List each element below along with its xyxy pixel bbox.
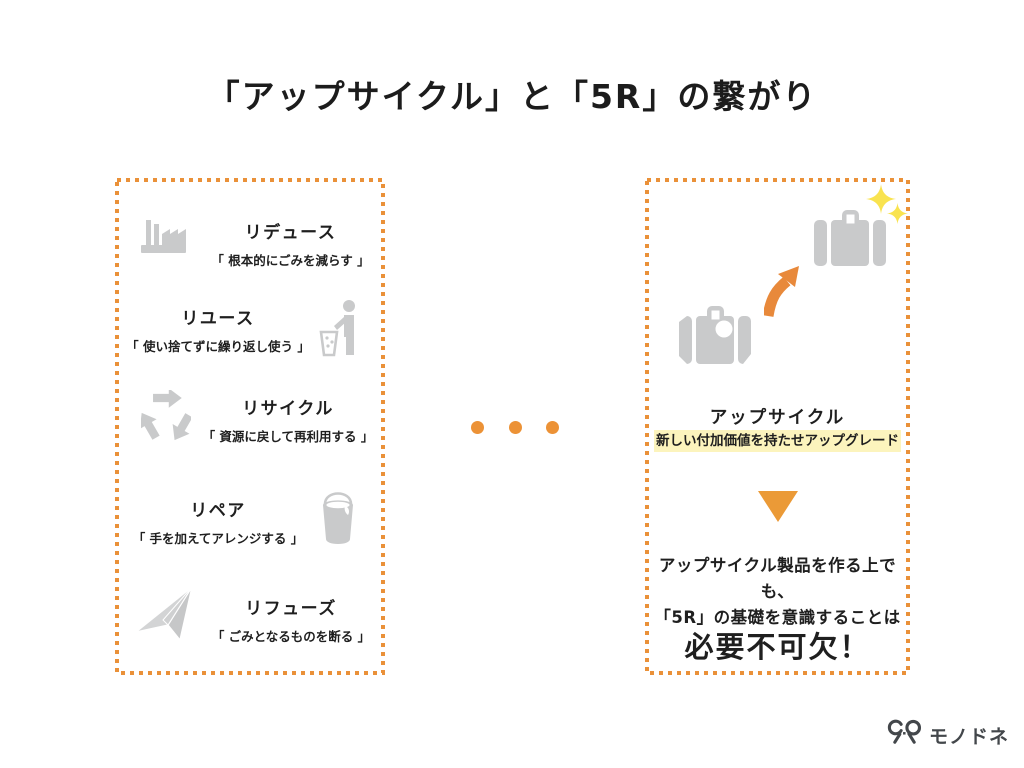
list-item-recycle: リサイクル 「 資源に戻して再利用する 」 [198, 394, 378, 445]
list-item-repair: リペア 「 手を加えてアレンジする 」 [123, 496, 313, 547]
paper-plane-icon [133, 584, 195, 646]
page-title: 「アップサイクル」と「5R」の繋がり [206, 77, 818, 116]
item-label: リペア [190, 501, 246, 521]
person-trash-icon [313, 298, 365, 362]
upcycle-highlight-text: 新しい付加価値を持たせアップグレード [654, 430, 901, 452]
connector-dot [509, 421, 522, 434]
item-description: 「 ごみとなるものを断る 」 [211, 629, 371, 644]
dotted-border [115, 178, 385, 675]
item-description: 「 手を加えてアレンジする 」 [132, 531, 304, 546]
conclusion-text: アップサイクル製品を作る上でも、 「5R」の基礎を意識することは 必要不可欠！ [645, 553, 910, 664]
down-triangle-icon [758, 491, 798, 526]
list-item-refuse: リフューズ 「 ごみとなるものを断る 」 [201, 594, 381, 645]
item-description: 「 使い捨てずに繰り返し使う 」 [126, 339, 310, 354]
conclusion-line1: アップサイクル製品を作る上でも、 [658, 556, 897, 601]
sparkle-icon [866, 184, 896, 218]
conclusion-emphasis: 必要不可欠！ [684, 630, 871, 664]
five-r-panel: リデュース 「 根本的にごみを減らす 」 リユース 「 使い捨てずに繰り返し使う… [115, 178, 385, 675]
upcycle-heading: アップサイクル [709, 408, 846, 428]
dotted-border [645, 178, 910, 675]
item-description: 「 根本的にごみを減らす 」 [211, 253, 370, 268]
old-suitcase-icon [678, 300, 756, 372]
upcycle-arrow-icon [762, 264, 810, 322]
paint-bucket-icon [317, 484, 359, 550]
recycle-icon [139, 388, 193, 448]
connector-dot [546, 421, 559, 434]
ribbon-logo-icon [886, 719, 923, 752]
conclusion-line2: 「5R」の基礎を意識することは [654, 608, 901, 627]
item-label: リユース [181, 309, 255, 329]
new-suitcase-icon [814, 208, 890, 274]
factory-icon [137, 212, 189, 262]
sparkle-icon [887, 203, 908, 228]
brand-logo: モノドネ [886, 718, 1009, 752]
upcycle-panel: アップサイクル 新しい付加価値を持たせアップグレード アップサイクル製品を作る上… [645, 178, 910, 675]
item-description: 「 資源に戻して再利用する 」 [202, 429, 374, 444]
connector-dot [471, 421, 484, 434]
item-label: リサイクル [242, 399, 334, 419]
list-item-reduce: リデュース 「 根本的にごみを減らす 」 [203, 218, 378, 269]
list-item-reuse: リユース 「 使い捨てずに繰り返し使う 」 [123, 304, 313, 355]
item-label: リデュース [244, 223, 337, 243]
item-label: リフューズ [245, 599, 337, 619]
brand-name: モノドネ [929, 725, 1010, 748]
connector-ellipsis [471, 421, 566, 435]
